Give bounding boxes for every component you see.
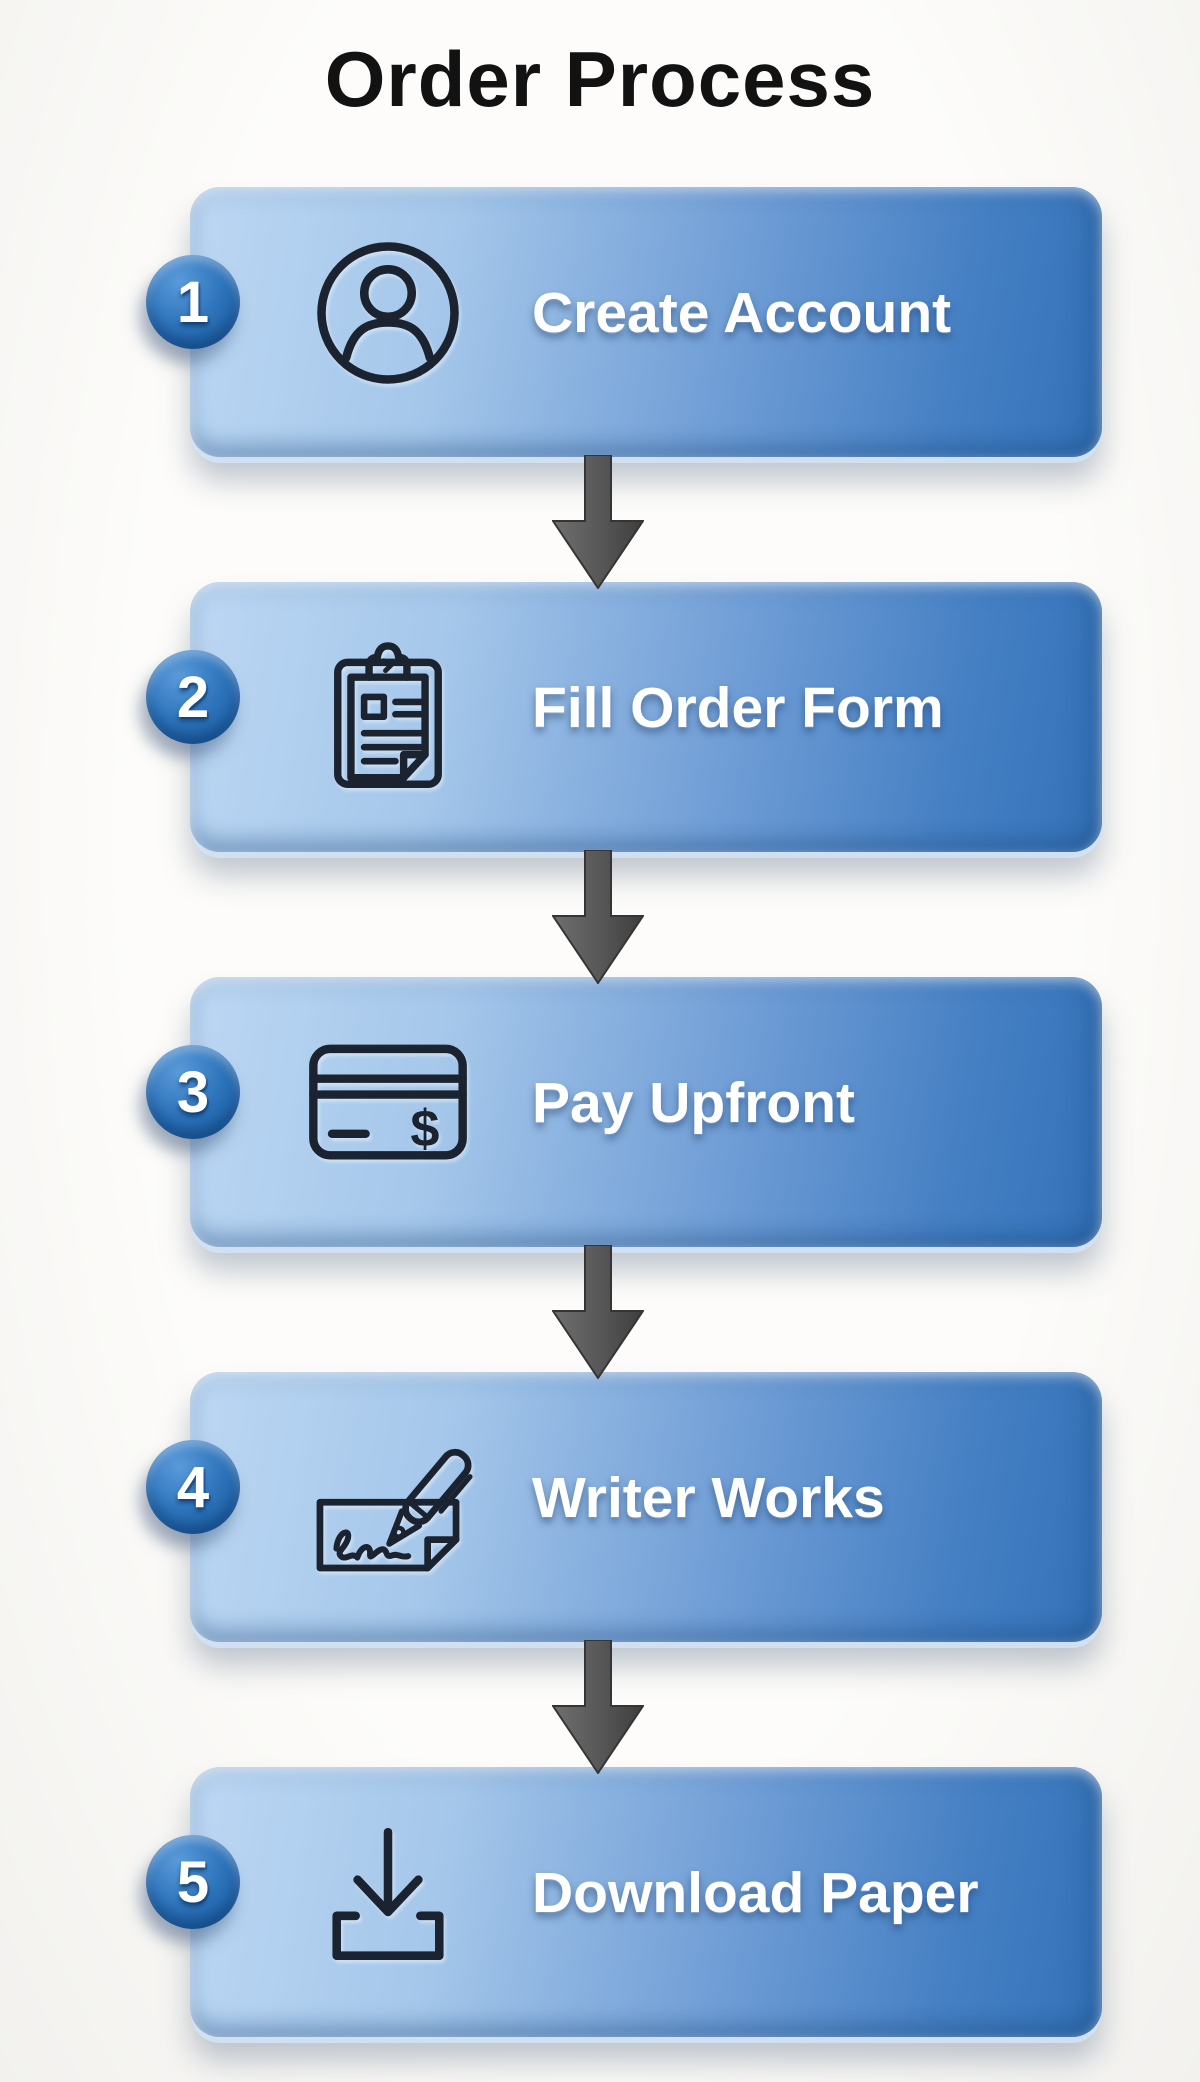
step-2-number-badge: 2: [146, 650, 240, 744]
page-title: Order Process: [324, 35, 876, 123]
step-card-download-paper: 5 Download Paper: [146, 1767, 1102, 2037]
step-3-number-badge: 3: [146, 1045, 240, 1139]
step-number: 2: [176, 664, 210, 730]
step-card-writer-works: 4 Writer Works: [146, 1372, 1102, 1642]
step-number: 4: [176, 1454, 210, 1520]
step-card-create-account: 1 Create Account: [146, 187, 1102, 457]
step-card-pay-upfront: 3 $ Pay Upfront: [146, 977, 1102, 1247]
step-5-number-badge: 5: [146, 1835, 240, 1929]
down-arrow-icon: [552, 850, 644, 984]
down-arrow-icon: [552, 455, 644, 589]
step-1-number-badge: 1: [146, 255, 240, 349]
credit-card-icon: $: [302, 1037, 474, 1169]
user-icon: [302, 237, 474, 389]
pen-writing-icon: [302, 1417, 474, 1580]
step-label: Download Paper: [532, 1861, 979, 1925]
dollar-glyph: $: [410, 1100, 439, 1158]
step-4-number-badge: 4: [146, 1440, 240, 1534]
download-icon: [302, 1817, 474, 1969]
step-label: Writer Works: [532, 1466, 885, 1530]
step-label: Create Account: [532, 281, 952, 345]
order-form-icon: [302, 626, 474, 791]
step-number: 5: [176, 1849, 210, 1915]
down-arrow-icon: [552, 1640, 644, 1774]
step-label: Pay Upfront: [532, 1071, 856, 1135]
step-card-fill-order-form: 2 Fill Order Form: [146, 582, 1102, 852]
step-number: 1: [176, 269, 210, 335]
step-label: Fill Order Form: [532, 676, 944, 740]
down-arrow-icon: [552, 1245, 644, 1379]
step-number: 3: [176, 1059, 210, 1125]
